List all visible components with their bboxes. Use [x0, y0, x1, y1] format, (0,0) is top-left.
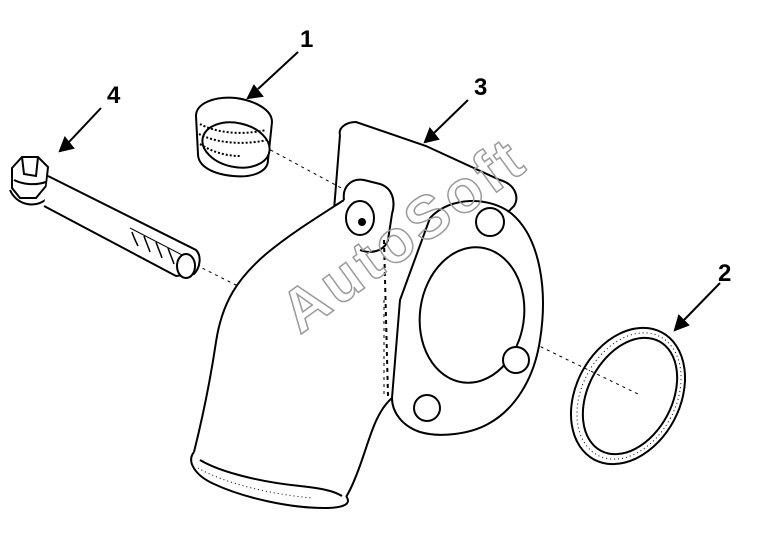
- callout-4: 4: [107, 82, 121, 109]
- leader-arrow-1: [246, 51, 299, 100]
- callout-1: 1: [300, 26, 314, 53]
- leader-arrow-2: [673, 282, 721, 332]
- callout-3: 3: [474, 74, 488, 101]
- leader-arrow-3: [423, 99, 469, 144]
- callout-2: 2: [718, 260, 732, 287]
- elbow-part: [191, 122, 543, 508]
- seal-ring-part: [548, 308, 707, 484]
- leader-arrow-4: [58, 107, 102, 153]
- plug-part: [196, 98, 274, 177]
- bolt-part: [10, 157, 200, 278]
